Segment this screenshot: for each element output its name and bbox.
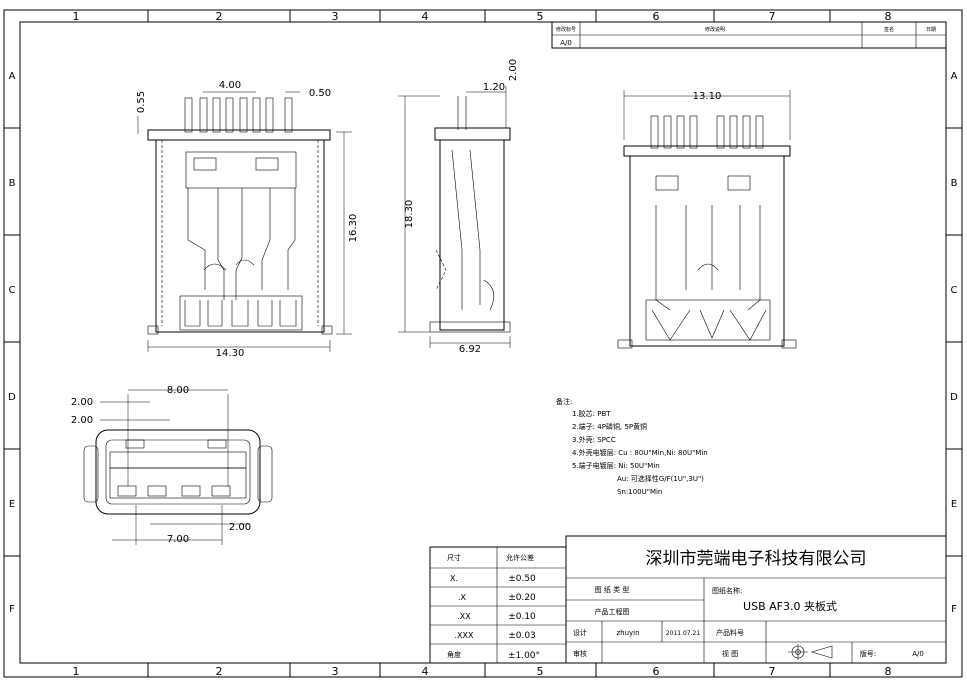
row-label: F bbox=[951, 604, 957, 615]
tol-header: 允许公差 bbox=[506, 553, 534, 562]
revision-table: 修改标号 修改说明 签名 日期 A/0 bbox=[551, 21, 947, 49]
row-label: B bbox=[951, 178, 958, 189]
tol-value: ±0.03 bbox=[508, 631, 536, 641]
row-ticks bbox=[4, 127, 962, 557]
tol-size: .XXX bbox=[455, 631, 475, 640]
note-line: 5.端子电镀层: Ni: 50U"Min bbox=[572, 461, 660, 470]
tol-size: X. bbox=[450, 574, 458, 583]
row-label: C bbox=[9, 285, 16, 296]
side-view: 6.92 18.30 1.20 2.00 bbox=[398, 59, 519, 355]
review-label: 审核 bbox=[573, 649, 587, 658]
company-name: 深圳市莞端电子科技有限公司 bbox=[646, 549, 867, 569]
bottom-view: 13.10 bbox=[617, 90, 797, 349]
col-label: 3 bbox=[332, 10, 339, 23]
col-label: 2 bbox=[216, 10, 223, 23]
dim-front-width: 8.00 bbox=[167, 385, 189, 396]
tolerance-table: 尺寸 允许公差 X. ±0.50 .X ±0.20 .XX ±0.10 .XXX… bbox=[429, 546, 567, 664]
dim-front-b: 2.00 bbox=[71, 415, 93, 426]
design-date: 2011.07.21 bbox=[666, 630, 701, 637]
sheet-value: A/0 bbox=[912, 650, 924, 658]
col-label: 5 bbox=[537, 665, 544, 678]
projection-symbol-icon bbox=[788, 644, 833, 660]
col-label: 8 bbox=[885, 10, 892, 23]
note-line: 4.外壳电镀层: Cu : 80U"Min,Ni: 80U"Min bbox=[572, 448, 708, 457]
note-line: Au: 可选择性G/F(1U",3U") bbox=[617, 474, 704, 483]
col-label: 2 bbox=[216, 665, 223, 678]
dim-front-c: 7.00 bbox=[167, 534, 189, 545]
row-label: E bbox=[951, 499, 957, 510]
col-label: 3 bbox=[332, 665, 339, 678]
col-label: 7 bbox=[769, 665, 776, 678]
notes-title: 备注: bbox=[556, 397, 572, 406]
col-label: 6 bbox=[653, 665, 660, 678]
outer-frame bbox=[3, 9, 963, 678]
view-label: 视 图 bbox=[722, 649, 738, 658]
product-name: USB AF3.0 夹板式 bbox=[743, 599, 837, 613]
note-line: 2.端子: 4P磷铜, 5P黄铜 bbox=[572, 422, 647, 431]
row-label: A bbox=[951, 71, 958, 82]
tol-value: ±0.10 bbox=[508, 612, 536, 622]
col-label: 6 bbox=[653, 10, 660, 23]
tol-header: 尺寸 bbox=[447, 553, 461, 562]
col-label: 4 bbox=[422, 10, 429, 23]
row-label: A bbox=[9, 71, 16, 82]
revision-value: A/0 bbox=[560, 39, 572, 47]
dim-side-tail: 2.00 bbox=[508, 59, 519, 81]
revision-header: 修改说明 bbox=[705, 26, 725, 33]
row-label: C bbox=[951, 285, 958, 296]
col-label: 4 bbox=[422, 665, 429, 678]
note-line: 1.胶芯: PBT bbox=[572, 409, 611, 418]
dim-bottom-width: 13.10 bbox=[693, 91, 722, 102]
dim-side-pin: 1.20 bbox=[483, 82, 505, 93]
revision-header: 日期 bbox=[926, 27, 936, 33]
col-label: 8 bbox=[885, 665, 892, 678]
dim-pin-thickness: 0.55 bbox=[136, 91, 147, 113]
title-block: 深圳市莞端电子科技有限公司 图 纸 类 型 图纸名称: 产品工程图 USB AF… bbox=[565, 535, 947, 664]
dim-front-d: 2.00 bbox=[229, 522, 251, 533]
row-label: D bbox=[8, 392, 16, 403]
designer: zhuyin bbox=[616, 629, 639, 637]
top-view: 14.30 16.30 4.00 0.50 0.55 bbox=[136, 80, 359, 359]
row-label: D bbox=[950, 392, 958, 403]
note-line: 3.外壳: SPCC bbox=[572, 435, 616, 444]
dim-height: 16.30 bbox=[348, 214, 359, 243]
revision-header: 修改标号 bbox=[556, 26, 576, 33]
dim-pitch: 4.00 bbox=[219, 80, 241, 91]
row-label: F bbox=[9, 604, 15, 615]
front-view: 8.00 2.00 2.00 7.00 2.00 bbox=[71, 385, 273, 545]
design-label: 设计 bbox=[573, 628, 587, 637]
col-label: 1 bbox=[73, 10, 80, 23]
col-label: 1 bbox=[73, 665, 80, 678]
dim-width: 14.30 bbox=[216, 348, 245, 359]
part-no-label: 产品料号 bbox=[716, 628, 744, 637]
tol-size: 角度 bbox=[447, 650, 461, 659]
column-ticks bbox=[147, 10, 831, 677]
product-label: 产品工程图 bbox=[595, 607, 630, 616]
tol-size: .XX bbox=[457, 612, 471, 621]
dim-side-height: 18.30 bbox=[404, 200, 415, 229]
column-labels-bottom: 1 2 3 4 5 6 7 8 bbox=[73, 665, 892, 678]
tol-value: ±0.20 bbox=[508, 593, 536, 603]
tol-value: ±0.50 bbox=[508, 574, 536, 584]
note-line: Sn:100U"Min bbox=[617, 488, 662, 496]
row-labels-left: A B C D E F bbox=[8, 71, 16, 615]
revision-header: 签名 bbox=[884, 26, 894, 33]
row-label: E bbox=[9, 499, 15, 510]
dim-side-width: 6.92 bbox=[459, 344, 481, 355]
row-labels-right: A B C D E F bbox=[950, 71, 958, 615]
col-label: 5 bbox=[537, 10, 544, 23]
drawing-type-label: 图 纸 类 型 bbox=[595, 585, 630, 594]
dim-pin-width: 0.50 bbox=[309, 88, 331, 99]
dim-front-a: 2.00 bbox=[71, 397, 93, 408]
column-labels-top: 1 2 3 4 5 6 7 8 bbox=[73, 10, 892, 23]
notes: 备注: 1.胶芯: PBT 2.端子: 4P磷铜, 5P黄铜 3.外壳: SPC… bbox=[556, 397, 708, 496]
sheet-label: 版号: bbox=[860, 649, 876, 658]
tol-value: ±1.00° bbox=[508, 651, 540, 661]
drawing-name-label: 图纸名称: bbox=[712, 586, 742, 595]
col-label: 7 bbox=[769, 10, 776, 23]
tol-size: .X bbox=[458, 593, 467, 602]
row-label: B bbox=[9, 178, 16, 189]
